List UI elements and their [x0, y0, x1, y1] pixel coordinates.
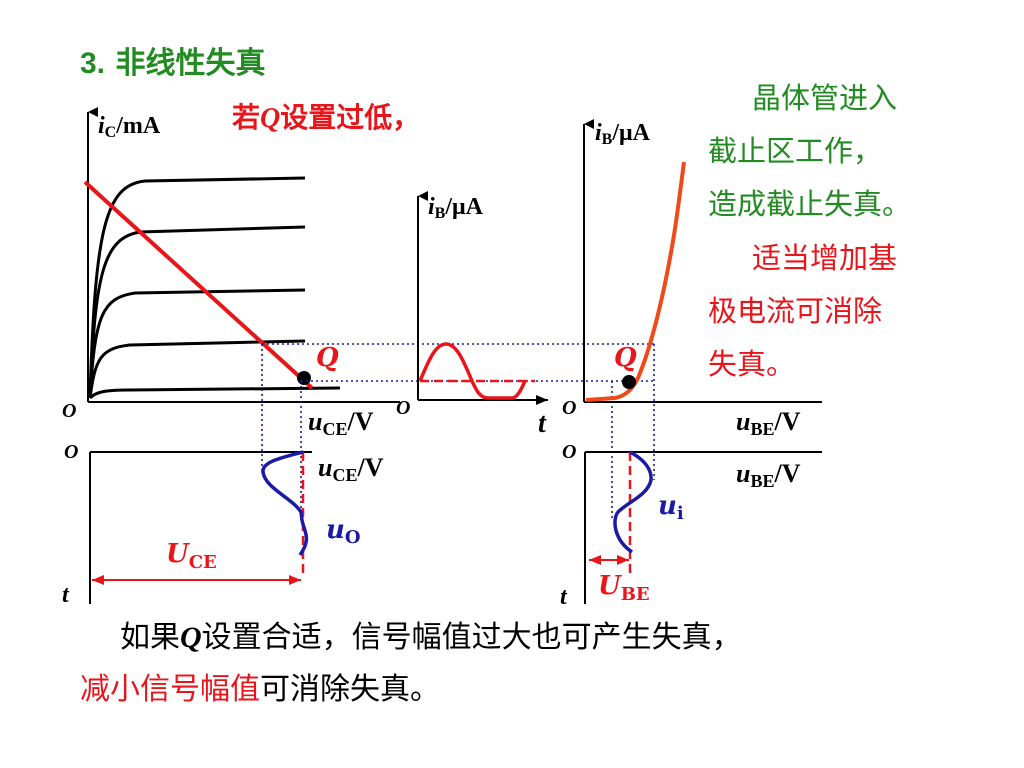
condition-q: Q	[260, 103, 281, 134]
bottom-text: 如果Q设置合适，信号幅值过大也可产生失真， 减小信号幅值可消除失真。	[80, 612, 742, 716]
ube-label-lower: uBE/V	[736, 459, 801, 491]
note-remedy-line3: 失真。	[708, 347, 796, 381]
section-text: 非线性失真	[115, 46, 266, 81]
ib-waveform	[418, 342, 527, 400]
q-label-input: Q	[614, 343, 637, 373]
section-title: 3. 非线性失真	[80, 38, 265, 82]
origin-input: O	[562, 397, 576, 419]
condition-suffix: 设置过低，	[280, 101, 421, 134]
input-curve	[585, 161, 686, 402]
section-number: 3.	[80, 47, 106, 80]
output-curve-5	[88, 386, 341, 400]
bottom-line1: 如果Q设置合适，信号幅值过大也可产生失真，	[80, 612, 742, 664]
UBE-label: UBE	[598, 571, 650, 605]
ib-axis-label-mid: iB/μA	[428, 194, 484, 222]
t-label-left: t	[62, 582, 70, 608]
note-cutoff-line1: 晶体管进入	[752, 81, 898, 115]
uo-label: uO	[326, 515, 361, 548]
note-remedy: 适当增加基 极电流可消除 失真。	[708, 232, 1008, 391]
output-curve-3	[88, 288, 306, 399]
uo-waveform	[261, 450, 309, 557]
q-point-output	[297, 371, 311, 385]
ic-axis-label: iC/mA	[98, 113, 161, 141]
note-cutoff-line3: 造成截止失真。	[708, 187, 912, 221]
ui-label: ui	[658, 491, 684, 524]
uce-time-plot	[89, 450, 312, 604]
note-remedy-line2: 极电流可消除	[708, 294, 883, 328]
ib-axis-label-right: iB/μA	[595, 120, 651, 148]
output-curve-1	[88, 176, 306, 399]
origin-uce-time: O	[64, 441, 78, 463]
ube-label-upper: uBE/V	[736, 407, 801, 439]
note-cutoff: 晶体管进入 截止区工作， 造成截止失真。	[708, 72, 1008, 231]
ui-waveform	[613, 450, 653, 554]
origin-ube-time: O	[562, 441, 576, 463]
output-characteristics	[83, 107, 400, 403]
bottom-line1-prefix: 如果	[120, 620, 180, 655]
q-point-input	[622, 375, 636, 389]
load-line	[83, 180, 314, 390]
input-characteristic	[583, 119, 822, 403]
output-curve-2	[88, 225, 306, 399]
origin-ib-time: O	[396, 397, 410, 419]
condition-text: 若Q设置过低，	[232, 96, 420, 136]
uce-label-lower: uCE/V	[318, 453, 384, 485]
ib-time-plot	[417, 191, 548, 405]
bottom-line2-red: 减小信号幅值	[80, 672, 260, 707]
bottom-line2-rest: 可消除失真。	[260, 672, 440, 707]
t-label-mid: t	[538, 408, 547, 439]
ube-time-plot	[584, 450, 822, 604]
UCE-label: UCE	[166, 539, 217, 573]
note-remedy-line1: 适当增加基	[752, 241, 898, 275]
origin-output: O	[62, 400, 76, 422]
q-label-output: Q	[316, 343, 339, 373]
condition-prefix: 若	[232, 101, 261, 134]
bottom-line1-rest: 设置合适，信号幅值过大也可产生失真，	[201, 620, 742, 655]
uce-label-upper: uCE/V	[308, 407, 374, 439]
note-cutoff-line2: 截止区工作，	[708, 134, 883, 168]
bottom-line2: 减小信号幅值可消除失真。	[80, 664, 742, 716]
t-label-right: t	[560, 584, 568, 610]
bottom-line1-q: Q	[180, 621, 202, 654]
output-curve-4	[88, 339, 306, 399]
